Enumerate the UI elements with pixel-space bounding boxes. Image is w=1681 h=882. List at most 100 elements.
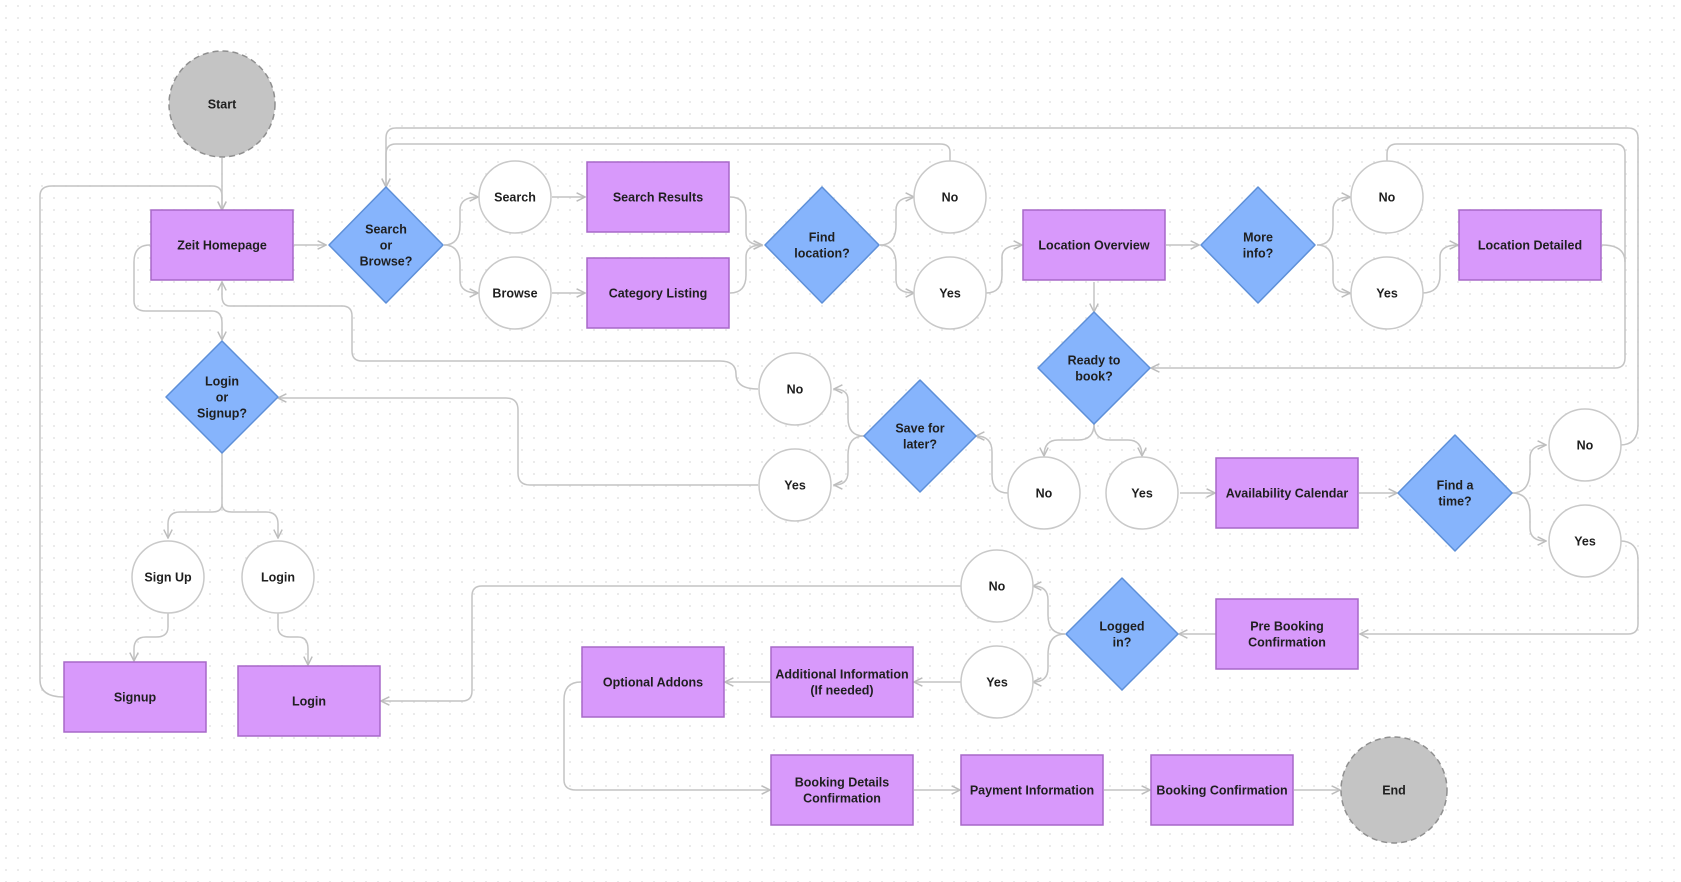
- end-label: End: [1382, 784, 1406, 798]
- edge-findloc-yes-overview: [985, 245, 1022, 294]
- find-time-no-label: No: [1577, 439, 1594, 453]
- edge-findtime-yes: [1511, 492, 1546, 541]
- answer-sign-up[interactable]: Sign Up: [131, 540, 205, 614]
- start-node[interactable]: Start: [168, 50, 276, 158]
- edge-detailed-ready: [1601, 244, 1626, 263]
- process-booking-confirmation[interactable]: Booking Confirmation: [1150, 754, 1294, 826]
- process-payment-information[interactable]: Payment Information: [960, 754, 1104, 826]
- edge-ready-no: [1044, 423, 1095, 456]
- process-location-overview[interactable]: Location Overview: [1022, 209, 1166, 281]
- answer-ready-no[interactable]: No: [1007, 456, 1081, 530]
- logged-yes-label: Yes: [986, 676, 1008, 690]
- edge-save-yes: [834, 435, 865, 485]
- booking-confirmation-label: Booking Confirmation: [1156, 784, 1287, 798]
- edge-moreinfo-yes: [1316, 244, 1350, 293]
- answer-more-info-yes[interactable]: Yes: [1350, 256, 1424, 330]
- edge-category-findloc: [729, 245, 762, 294]
- edge-moreinfo-no-loop: [1151, 143, 1626, 368]
- answer-find-location-no[interactable]: No: [913, 160, 987, 234]
- browse-label: Browse: [492, 287, 537, 301]
- edge-signup-homepage: [39, 185, 222, 698]
- answer-search[interactable]: Search: [478, 160, 552, 234]
- process-additional-information[interactable]: Additional Information(If needed): [770, 646, 914, 718]
- start-label: Start: [208, 98, 237, 112]
- search-results-label: Search Results: [613, 191, 703, 205]
- ready-no-label: No: [1036, 487, 1053, 501]
- edge-loginsignup-signup-choice: [168, 452, 223, 538]
- location-overview-label: Location Overview: [1038, 239, 1149, 253]
- edge-findtime-no-loop: [386, 127, 1639, 446]
- process-location-detailed[interactable]: Location Detailed: [1458, 209, 1602, 281]
- process-login[interactable]: Login: [237, 665, 381, 737]
- save-yes-label: Yes: [784, 479, 806, 493]
- edge-save-yes-login: [278, 398, 758, 486]
- process-availability-calendar[interactable]: Availability Calendar: [1215, 457, 1359, 529]
- end-node[interactable]: End: [1340, 736, 1448, 844]
- edge-findtime-yes-prebooking: [1360, 540, 1639, 634]
- edge-findloc-yes: [879, 244, 914, 293]
- edges: [39, 127, 1639, 790]
- logged-no-label: No: [989, 580, 1006, 594]
- answer-ready-yes[interactable]: Yes: [1105, 456, 1179, 530]
- process-zeit-homepage[interactable]: Zeit Homepage: [150, 209, 294, 281]
- edge-findtime-no: [1511, 445, 1546, 494]
- edge-moreinfo-yes-detailed: [1421, 245, 1458, 294]
- find-location-yes-label: Yes: [939, 287, 961, 301]
- edge-addons-details: [563, 681, 770, 790]
- edge-findloc-no: [879, 197, 914, 246]
- sign-up-choice-label: Sign Up: [144, 571, 192, 585]
- save-no-label: No: [787, 383, 804, 397]
- edge-ready-no-save: [976, 436, 1009, 494]
- answer-logged-no[interactable]: No: [960, 549, 1034, 623]
- ready-yes-label: Yes: [1131, 487, 1153, 501]
- edge-loggedin-yes: [1033, 633, 1066, 682]
- edge-loginsignup-login-choice: [221, 503, 278, 538]
- answer-find-time-no[interactable]: No: [1548, 408, 1622, 482]
- answer-more-info-no[interactable]: No: [1350, 160, 1424, 234]
- answer-save-no[interactable]: No: [758, 352, 832, 426]
- edge-signup-choice-signup: [134, 612, 169, 661]
- edge-login-choice-login: [277, 612, 308, 665]
- login-choice-label: Login: [261, 571, 295, 585]
- answer-logged-yes[interactable]: Yes: [960, 645, 1034, 719]
- availability-calendar-label: Availability Calendar: [1226, 487, 1349, 501]
- zeit-homepage-label: Zeit Homepage: [177, 239, 267, 253]
- additional-information-label: Additional Information(If needed): [775, 668, 908, 698]
- process-category-listing[interactable]: Category Listing: [586, 257, 730, 329]
- edge-loggedin-no: [1033, 586, 1066, 635]
- answer-login[interactable]: Login: [241, 540, 315, 614]
- answer-save-yes[interactable]: Yes: [758, 448, 832, 522]
- edge-searchbrowse-browse: [443, 244, 478, 293]
- edge-moreinfo-no: [1316, 197, 1350, 246]
- process-optional-addons[interactable]: Optional Addons: [581, 646, 725, 718]
- category-listing-label: Category Listing: [609, 287, 708, 301]
- answer-find-time-yes[interactable]: Yes: [1548, 504, 1622, 578]
- find-time-yes-label: Yes: [1574, 535, 1596, 549]
- edge-loggedin-no-login: [381, 585, 961, 701]
- answer-find-location-yes[interactable]: Yes: [913, 256, 987, 330]
- login-label: Login: [292, 695, 326, 709]
- process-signup[interactable]: Signup: [63, 661, 207, 733]
- answer-browse[interactable]: Browse: [478, 256, 552, 330]
- edge-homepage-login-signup: [133, 244, 222, 340]
- process-search-results[interactable]: Search Results: [586, 161, 730, 233]
- edge-results-findloc: [729, 196, 762, 245]
